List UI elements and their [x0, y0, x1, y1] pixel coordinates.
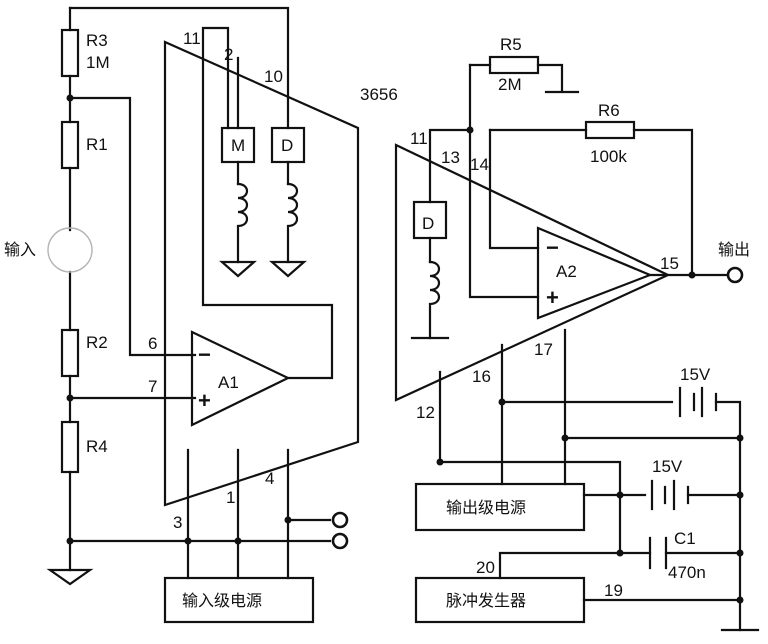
- a1-label: A1: [218, 373, 239, 392]
- battery-icon: [650, 479, 690, 511]
- a1-plus: +: [198, 388, 211, 413]
- input-power-block: [163, 576, 315, 624]
- d-block2-label: D: [422, 214, 434, 233]
- r2-label: R2: [86, 333, 108, 352]
- output-power-block: [414, 482, 586, 532]
- output-section: [394, 55, 760, 632]
- r6-value: 100k: [590, 147, 627, 166]
- a2-plus: +: [546, 285, 559, 310]
- output-power-label: 输出级电源: [446, 498, 526, 517]
- pin-17: 17: [534, 340, 553, 359]
- r3-label: R3: [86, 31, 108, 50]
- terminal-icon: [331, 511, 349, 529]
- pin-6: 6: [148, 334, 157, 353]
- r6-label: R6: [598, 101, 620, 120]
- pin-11: 11: [410, 129, 428, 148]
- input-isolation-amplifier: [163, 26, 360, 624]
- m-block-label: M: [231, 136, 245, 155]
- pulse-gen-label: 脉冲发生器: [446, 591, 526, 610]
- op-amp-a1: [190, 330, 291, 427]
- output-terminal-icon: [726, 266, 744, 284]
- r5-value: 2M: [498, 75, 522, 94]
- output-label: 输出: [718, 240, 750, 259]
- c1-value: 470n: [668, 563, 706, 582]
- pin-3: 3: [173, 513, 182, 532]
- c1-label: C1: [674, 529, 696, 548]
- pin-1: 1: [226, 488, 235, 507]
- resistor-r4: [60, 420, 80, 474]
- pin-2: 2: [224, 45, 233, 64]
- battery2-label: 15V: [652, 457, 683, 476]
- a1-minus: −: [198, 342, 211, 367]
- output-amplifier-body: [394, 143, 671, 402]
- input-terminal-icon: [47, 227, 93, 273]
- r5-label: R5: [500, 35, 522, 54]
- resistor-r2: [60, 328, 80, 378]
- chip-label: 3656: [360, 85, 398, 104]
- r1-label: R1: [86, 135, 108, 154]
- r3-value: 1M: [86, 53, 110, 72]
- ground-icon: [269, 260, 307, 278]
- pin-10: 10: [264, 67, 283, 86]
- pin-12: 12: [416, 403, 435, 422]
- d-block-label: D: [281, 136, 293, 155]
- resistor-r3: [60, 28, 80, 78]
- pin-13: 13: [441, 148, 460, 167]
- resistor-r6: [584, 120, 636, 140]
- battery-icon: [678, 386, 718, 418]
- pin-20: 20: [476, 558, 495, 577]
- pin-4: 4: [265, 469, 274, 488]
- ground-icon: [219, 260, 257, 278]
- text-labels: R3 1M R1 R2 R4 输入 11 2 10 6 7 1 3 4 M D …: [4, 29, 750, 610]
- resistor-r5: [488, 55, 540, 75]
- a2-minus: −: [546, 235, 559, 260]
- pin-16: 16: [472, 367, 491, 386]
- ground-icon: [46, 568, 94, 586]
- left-resistor-chain: [46, 6, 332, 586]
- battery1-label: 15V: [680, 365, 711, 384]
- pin-9: 11: [183, 29, 201, 48]
- resistor-r1: [60, 120, 80, 170]
- capacitor-c1: [648, 536, 668, 570]
- input-power-label: 输入级电源: [182, 591, 262, 610]
- pin-14: 14: [470, 155, 489, 174]
- terminal-icon: [331, 532, 349, 550]
- op-amp-a2: [536, 226, 653, 320]
- pin-7: 7: [148, 377, 157, 396]
- pin-15: 15: [660, 254, 679, 273]
- r4-label: R4: [86, 437, 108, 456]
- pin-19: 19: [604, 581, 623, 600]
- input-label: 输入: [4, 240, 36, 259]
- a2-label: A2: [556, 262, 577, 281]
